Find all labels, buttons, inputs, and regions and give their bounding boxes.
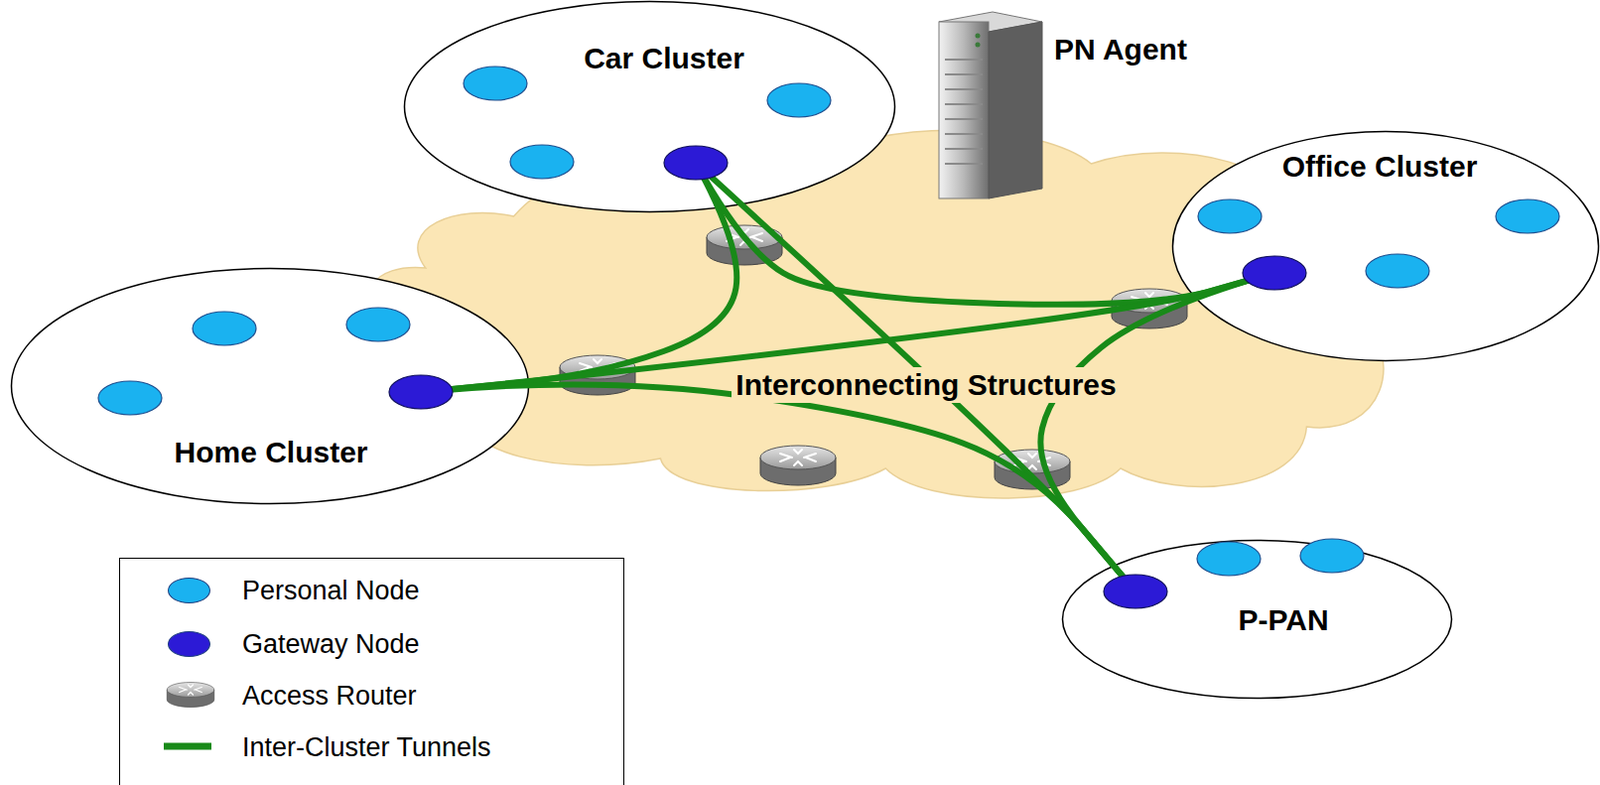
cluster-label: P-PAN [1237, 602, 1329, 639]
cluster-outline [402, 0, 897, 214]
agent-label: PN Agent [1054, 31, 1188, 68]
office-cluster: Office Cluster [1171, 130, 1600, 363]
legend-text: Gateway Node [242, 628, 420, 661]
interconnecting-cloud: Interconnecting Structures [337, 109, 1405, 507]
legend-text: Inter-Cluster Tunnels [242, 731, 492, 764]
p-pan-cluster: P-PAN [1061, 538, 1454, 700]
legend-swatch [167, 631, 211, 658]
pn-agent-server [938, 11, 1043, 199]
cluster-label: Car Cluster [583, 40, 745, 77]
cluster-label: Office Cluster [1282, 148, 1478, 185]
legend-router-sample [166, 682, 215, 708]
legend-swatch [167, 577, 211, 604]
car-cluster: Car Cluster [402, 0, 897, 214]
cluster-label: Home Cluster [173, 434, 368, 471]
legend-tunnel-sample [163, 743, 212, 751]
pn-agent: PN Agent [923, 4, 1211, 204]
legend-text: Personal Node [242, 574, 420, 607]
region-label: Interconnecting Structures [731, 367, 1120, 403]
legend-box: Personal NodeGateway NodeAccess RouterIn… [119, 557, 625, 785]
cluster-outline [9, 266, 531, 506]
cloud-outline [337, 109, 1405, 507]
legend-text: Access Router [242, 679, 417, 712]
home-cluster: Home Cluster [9, 266, 531, 506]
